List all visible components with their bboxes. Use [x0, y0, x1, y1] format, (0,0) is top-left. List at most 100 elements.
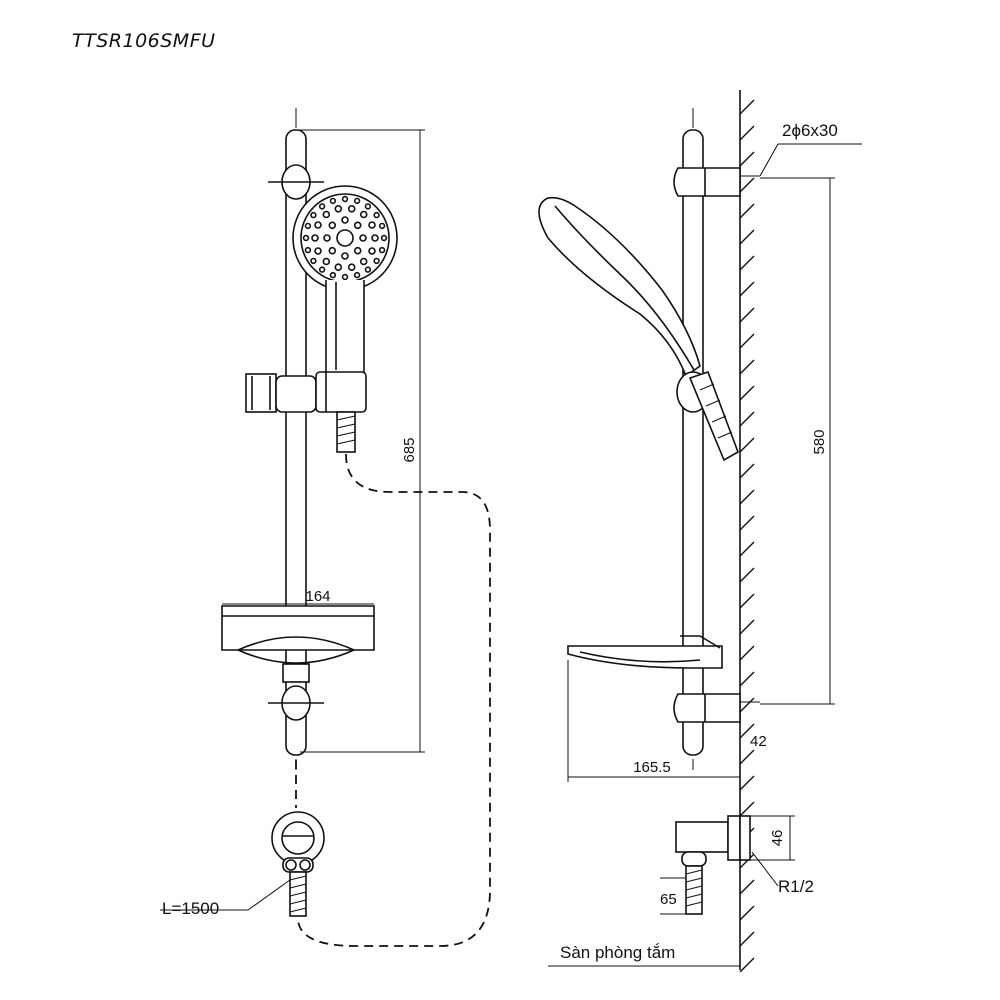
hatch-line [739, 99, 755, 115]
front-holder-knob [245, 373, 277, 413]
nozzle [353, 271, 361, 279]
front-view: 685 164 L=1500 [160, 108, 491, 947]
nozzle [347, 205, 356, 213]
dim-outlet-height: 46 [750, 815, 795, 861]
front-shower-handle [325, 280, 365, 381]
front-holder-clamp [315, 371, 367, 413]
front-soap-tray [221, 605, 375, 651]
hatch-line [739, 801, 755, 817]
hatch-line [739, 229, 755, 245]
nozzle [368, 247, 376, 255]
side-soap-tray-curve [579, 651, 701, 663]
nozzle [373, 211, 380, 219]
nozzle [378, 222, 386, 230]
nozzle [364, 203, 372, 210]
nozzle [380, 234, 388, 242]
nozzle [378, 246, 386, 254]
nozzle [347, 263, 356, 272]
dim-bracket-spacing: 580 [760, 177, 835, 705]
hatch-line [739, 411, 755, 427]
nozzle [310, 257, 317, 265]
hatch-line [739, 671, 755, 687]
nozzle [323, 234, 331, 242]
dim-tray-width-label: 164 [305, 588, 330, 605]
screw-leader [759, 143, 779, 177]
nozzle [314, 247, 322, 255]
hatch-line [739, 281, 755, 297]
hatch-line [739, 333, 755, 349]
nozzle [318, 203, 326, 210]
hatch-line [739, 463, 755, 479]
hatch-line [739, 125, 755, 141]
hose-path [297, 453, 491, 947]
side-slide-bar [682, 129, 704, 756]
front-slide-bar [285, 129, 307, 756]
front-shower-head [292, 185, 398, 291]
nozzle [359, 234, 367, 242]
nozzle [368, 221, 376, 229]
hatch-line [739, 385, 755, 401]
nozzle [341, 273, 349, 281]
side-shower-head [538, 196, 701, 378]
hatch-line [739, 931, 755, 947]
front-hose-thread [336, 415, 356, 445]
dim-outlet-drop: 65 [660, 877, 686, 915]
nozzle [341, 195, 349, 203]
front-holder-body [275, 375, 317, 413]
hatch-line [739, 255, 755, 271]
nozzle [353, 246, 362, 255]
side-view: 580 2ϕ6x30 42 165.5 46 [538, 90, 862, 973]
side-shower-head-edge [554, 205, 695, 371]
nozzle [302, 234, 310, 242]
hose-length-label: L=1500 [162, 899, 219, 918]
dim-bottom-offset-label: 42 [750, 733, 767, 750]
nozzle [304, 246, 312, 254]
dim-tray-width: 164 [222, 588, 374, 605]
thread-leader [751, 851, 779, 887]
floor-label: Sàn phòng tắm [560, 943, 675, 962]
hatch-line [739, 177, 755, 193]
nozzle [322, 210, 331, 219]
front-holder-knob-lines [251, 376, 271, 410]
nozzle [334, 263, 343, 272]
hatch-line [739, 879, 755, 895]
nozzle [359, 210, 368, 219]
side-wall-outlet [675, 815, 751, 915]
hatch-line [739, 905, 755, 921]
front-wall-outlet [271, 811, 325, 917]
hatch-line [739, 307, 755, 323]
hatch-line [739, 359, 755, 375]
nozzle [364, 266, 372, 273]
hatch-line [739, 749, 755, 765]
nozzle [341, 216, 349, 224]
hose-length-leader [247, 879, 291, 911]
nozzle [359, 257, 368, 266]
nozzle [373, 257, 380, 265]
nozzle [334, 205, 343, 213]
hatch-line [739, 541, 755, 557]
hatch-line [739, 697, 755, 713]
hatch-line [739, 593, 755, 609]
nozzle [329, 197, 337, 205]
hatch-line [739, 567, 755, 583]
hatch-line [739, 203, 755, 219]
nozzle [329, 271, 337, 279]
nozzle [371, 234, 379, 242]
nozzle [314, 221, 322, 229]
dim-outlet-drop-label: 65 [660, 891, 677, 908]
nozzle [328, 246, 337, 255]
side-hose-connector [688, 370, 739, 462]
dim-projection: 165.5 [567, 660, 740, 782]
hatch-line [739, 151, 755, 167]
hatch-line [739, 489, 755, 505]
hatch-line [739, 957, 755, 973]
hatch-line [739, 645, 755, 661]
hatch-line [739, 515, 755, 531]
nozzle [353, 197, 361, 205]
side-soap-tray-clip [680, 635, 721, 649]
nozzle [353, 221, 362, 230]
nozzle [310, 211, 317, 219]
nozzle [318, 266, 326, 273]
dim-outlet-height-label: 46 [769, 830, 786, 847]
